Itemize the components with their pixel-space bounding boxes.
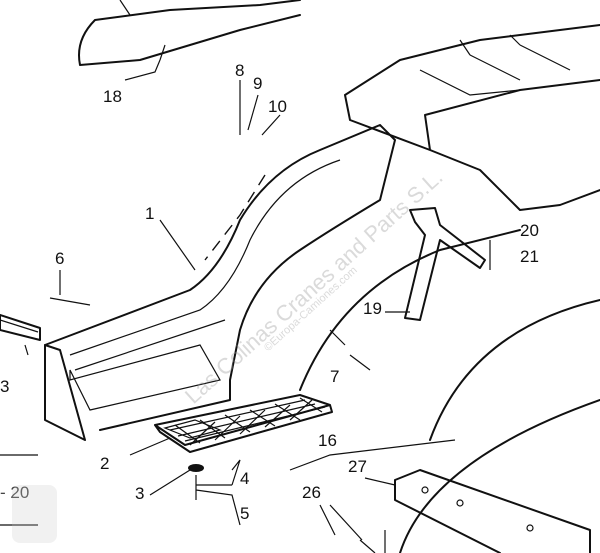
part-label-1: 1 bbox=[145, 204, 155, 223]
part-label-10: 10 bbox=[268, 97, 287, 116]
part-label-2: 2 bbox=[100, 454, 110, 473]
part-label-4: 4 bbox=[240, 469, 250, 488]
part-label-3-left: 3 bbox=[0, 377, 10, 396]
step-recess bbox=[69, 344, 221, 411]
part-label-26: 26 bbox=[302, 483, 321, 502]
part-label-18: 18 bbox=[103, 87, 122, 106]
part-label-3: 3 bbox=[135, 484, 145, 503]
part-label-27: 27 bbox=[348, 457, 367, 476]
rear-fender bbox=[399, 299, 600, 553]
wheel-arch bbox=[299, 229, 521, 391]
support-bracket bbox=[404, 207, 486, 321]
fender-front bbox=[44, 344, 86, 441]
reference-label: - 20 bbox=[0, 483, 30, 502]
plane-logo-icon bbox=[12, 485, 57, 543]
part-label-5: 5 bbox=[240, 504, 250, 523]
part-label-21: 21 bbox=[520, 247, 539, 266]
mud-flap-bracket bbox=[394, 469, 591, 553]
top-panel bbox=[78, 0, 301, 66]
upper-box bbox=[344, 24, 600, 211]
part-label-16: 16 bbox=[318, 431, 337, 450]
part-label-19: 19 bbox=[363, 299, 382, 318]
part-label-9: 9 bbox=[253, 74, 263, 93]
step-grid bbox=[154, 394, 333, 453]
part-label-7: 7 bbox=[330, 367, 340, 386]
fender-main bbox=[44, 124, 396, 431]
part-label-8: 8 bbox=[235, 61, 245, 80]
part-label-20: 20 bbox=[520, 221, 539, 240]
left-bracket bbox=[0, 314, 41, 341]
part-label-6: 6 bbox=[55, 249, 65, 268]
